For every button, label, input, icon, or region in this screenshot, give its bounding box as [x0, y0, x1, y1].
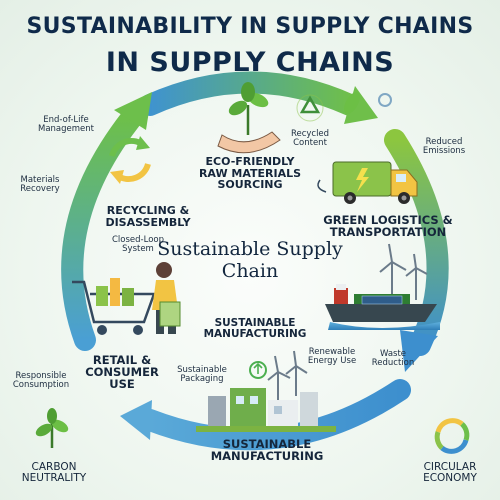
page-title: SUSTAINABILITY IN SUPPLY CHAINS — [26, 14, 474, 39]
note-reduced-emissions: Reduced Emissions — [422, 137, 466, 156]
stage-retail: RETAIL & CONSUMER USE — [85, 353, 159, 392]
gear-icon — [378, 93, 392, 107]
shopping-cart-icon — [72, 278, 156, 335]
cycle-arrow-bottom — [120, 379, 411, 451]
note-responsible-consumption: Responsible Consumption — [12, 371, 70, 390]
cycle-arrow-left — [61, 92, 152, 351]
recycle-icon — [109, 136, 151, 184]
note-materials-recovery: Materials Recovery — [20, 175, 60, 194]
recycle-icon — [296, 94, 324, 122]
sprout-icon — [35, 408, 69, 448]
shopper-icon — [152, 262, 181, 334]
page-subtitle: IN SUPPLY CHAINS — [105, 47, 395, 78]
circular-economy-icon — [434, 418, 470, 454]
stage-manufacturing-bottom: SUSTAINABLE MANUFACTURING — [210, 437, 324, 464]
sprout-icon — [249, 361, 267, 379]
leaf-icon — [344, 92, 360, 114]
corner-carbon-neutrality: CARBON NEUTRALITY — [21, 461, 87, 485]
note-sustainable-packaging: Sustainable Packaging — [177, 365, 227, 384]
center-label: Sustainable Supply Chain — [157, 238, 343, 282]
stage-manufacturing-mid: SUSTAINABLE MANUFACTURING — [203, 317, 307, 341]
note-waste-reduction: Waste Reduction — [371, 349, 415, 368]
stage-recycling: RECYCLING & DISASSEMBLY — [105, 204, 191, 229]
stage-raw-materials: ECO-FRIENDLY RAW MATERIALS SOURCING — [198, 155, 302, 192]
factory-icon — [196, 388, 336, 432]
note-end-of-life: End-of-Life Management — [38, 115, 94, 134]
wind-turbine-icon — [267, 350, 308, 400]
note-closed-loop: Closed-Loop System — [111, 235, 164, 254]
wind-turbine-icon — [379, 243, 428, 300]
truck-icon — [317, 161, 418, 204]
solar-panel-icon — [361, 295, 403, 305]
note-recycled-content: Recycled Content — [290, 129, 330, 148]
stage-logistics: GREEN LOGISTICS & TRANSPORTATION — [323, 213, 453, 240]
cycle-arrow-right — [384, 129, 449, 372]
note-renewable-energy: Renewable Energy Use — [307, 347, 357, 366]
plant-hand-icon — [217, 82, 281, 154]
corner-circular-economy: CIRCULAR ECONOMY — [423, 461, 477, 485]
